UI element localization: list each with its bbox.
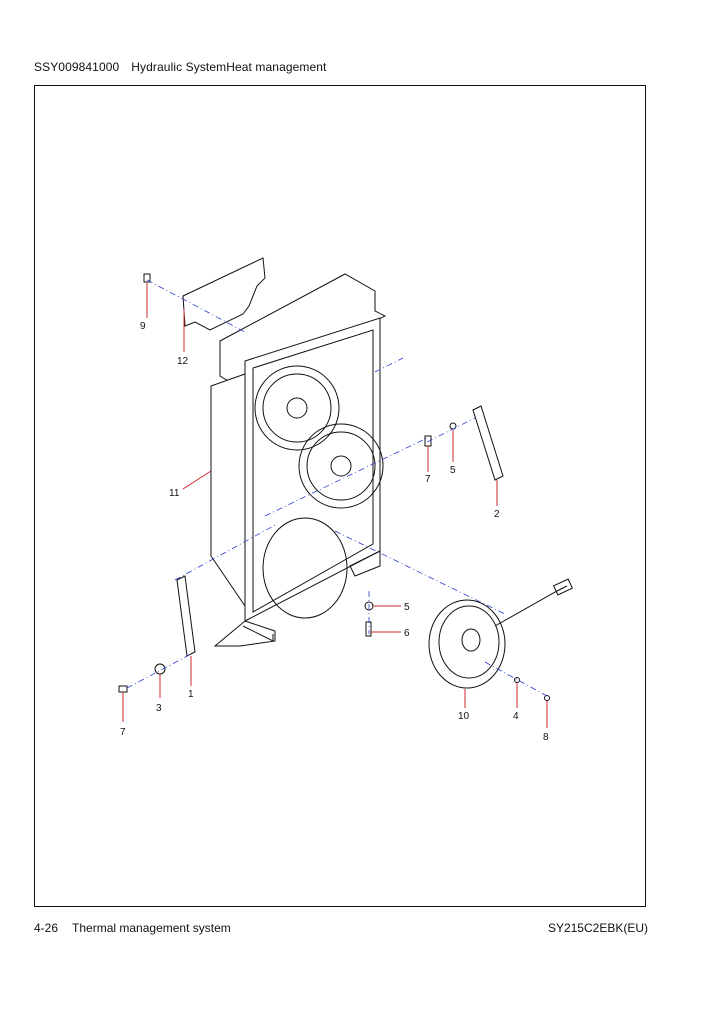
bracket-1 bbox=[176, 575, 196, 657]
callout-7-lower: 7 bbox=[120, 727, 126, 738]
callout-2: 2 bbox=[494, 509, 500, 520]
bolt-7-lower bbox=[118, 685, 128, 693]
doc-title: Hydraulic SystemHeat management bbox=[131, 60, 327, 74]
callout-4: 4 bbox=[513, 711, 519, 722]
callout-11: 11 bbox=[169, 488, 180, 499]
washer-4 bbox=[514, 677, 520, 683]
callout-10: 10 bbox=[458, 711, 470, 722]
cooler-body bbox=[244, 317, 381, 622]
fan-opening-lower bbox=[262, 517, 348, 619]
callout-9: 9 bbox=[140, 321, 146, 332]
doc-code: SSY009841000 bbox=[34, 60, 120, 74]
side-tank-11 bbox=[210, 373, 246, 608]
callout-3: 3 bbox=[156, 703, 162, 714]
callout-6: 6 bbox=[404, 628, 410, 639]
fan-middle bbox=[298, 423, 384, 509]
bracket-2 bbox=[472, 405, 504, 481]
callout-12: 12 bbox=[177, 356, 189, 367]
bolt-6 bbox=[365, 621, 372, 637]
callout-1: 1 bbox=[188, 689, 194, 700]
bolt-8 bbox=[544, 695, 550, 701]
model-code: SY215C2EBK(EU) bbox=[547, 921, 648, 935]
page-header: SSY009841000 Hydraulic SystemHeat managem… bbox=[34, 60, 326, 74]
bolt-7-upper bbox=[424, 435, 432, 447]
electric-fan-10 bbox=[428, 599, 506, 689]
drawing-frame: 9 12 11 7 5 2 5 6 1 3 7 10 4 8 bbox=[34, 85, 646, 907]
callout-5-lower: 5 bbox=[404, 602, 410, 613]
fan-harness bbox=[494, 585, 568, 627]
top-bracket-12 bbox=[182, 257, 266, 331]
page-footer-left: 4-26 Thermal management system bbox=[34, 921, 231, 935]
page-number: 4-26 bbox=[34, 921, 59, 935]
bolt-9 bbox=[143, 273, 151, 283]
callout-7-upper: 7 bbox=[425, 474, 431, 485]
fan-upper bbox=[254, 365, 340, 451]
callout-5-upper: 5 bbox=[450, 465, 456, 476]
callout-8: 8 bbox=[543, 732, 549, 743]
exploded-parts-diagram: 9 12 11 7 5 2 5 6 1 3 7 10 4 8 bbox=[118, 257, 574, 743]
section-title: Thermal management system bbox=[72, 921, 231, 935]
